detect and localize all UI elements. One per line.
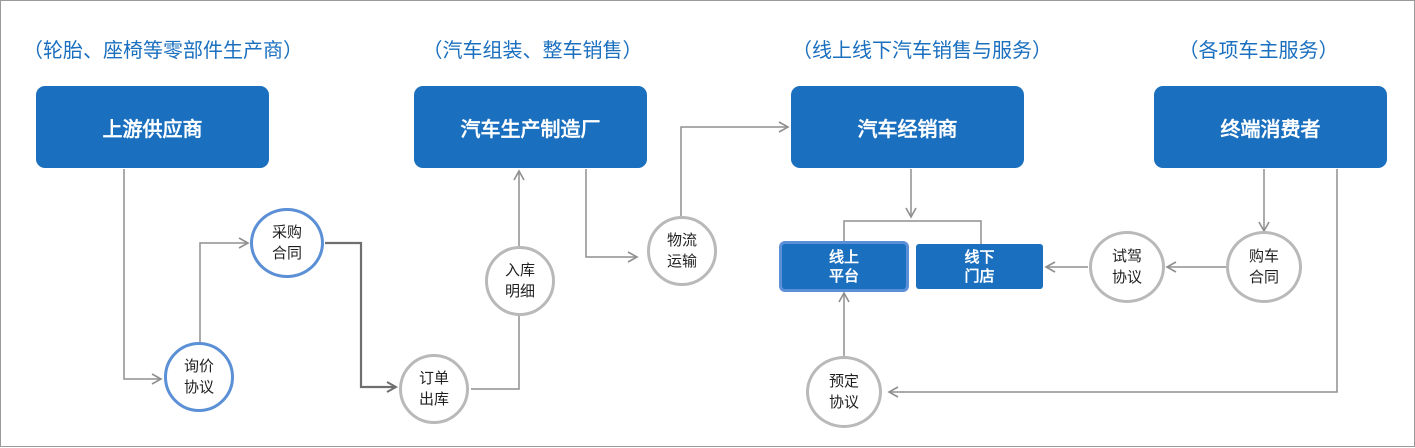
purchase-line1: 采购 bbox=[271, 223, 302, 241]
offline-store-line2: 门店 bbox=[964, 266, 995, 285]
offline-store-line1: 线下 bbox=[964, 247, 995, 266]
node-end-consumer[interactable]: 终端消费者 bbox=[1154, 86, 1387, 168]
connector-purchase-to-order bbox=[325, 241, 396, 387]
category-caption-dealer: （线上线下汽车销售与服务） bbox=[792, 38, 1052, 62]
node-offline-store[interactable]: 线下 门店 bbox=[916, 244, 1043, 289]
car-contract-line2: 合同 bbox=[1248, 268, 1279, 286]
doc-inquiry-agreement[interactable]: 询价 协议 bbox=[164, 342, 234, 412]
channels-bracket bbox=[843, 220, 982, 244]
doc-logistics-transport[interactable]: 物流 运输 bbox=[647, 216, 717, 286]
inquiry-line1: 询价 bbox=[183, 357, 214, 375]
order-out-line1: 订单 bbox=[418, 369, 449, 387]
node-online-platform[interactable]: 线上 平台 bbox=[782, 244, 906, 289]
purchase-line2: 合同 bbox=[271, 244, 302, 262]
category-caption-supplier: （轮胎、座椅等零部件生产商） bbox=[23, 38, 303, 62]
doc-purchase-contract[interactable]: 采购 合同 bbox=[250, 208, 324, 278]
doc-reservation-agreement[interactable]: 预定 协议 bbox=[806, 356, 882, 428]
connector-logistics-to-dealer bbox=[680, 121, 790, 216]
connector-order-to-inbound bbox=[471, 288, 520, 390]
inbound-line1: 入库 bbox=[504, 261, 535, 279]
inquiry-line2: 协议 bbox=[183, 378, 214, 396]
test-drive-line2: 协议 bbox=[1111, 268, 1142, 286]
online-platform-line1: 线上 bbox=[828, 247, 859, 266]
category-caption-consumer: （各项车主服务） bbox=[1178, 38, 1339, 62]
inbound-line2: 明细 bbox=[504, 282, 535, 300]
order-out-line2: 出库 bbox=[418, 390, 449, 408]
doc-order-outbound[interactable]: 订单 出库 bbox=[399, 354, 469, 424]
car-contract-line1: 购车 bbox=[1248, 247, 1279, 265]
reservation-line2: 协议 bbox=[828, 393, 859, 411]
node-dealer[interactable]: 汽车经销商 bbox=[791, 86, 1024, 168]
connector-supplier-to-inquiry bbox=[123, 169, 163, 385]
logistics-line1: 物流 bbox=[666, 231, 697, 249]
online-platform-line2: 平台 bbox=[828, 266, 859, 285]
connector-inquiry-to-purchase bbox=[199, 237, 250, 342]
connector-manufacturer-to-logistics bbox=[585, 169, 639, 263]
connector-consumer-to-reservation bbox=[887, 169, 1338, 398]
doc-car-purchase-contract[interactable]: 购车 合同 bbox=[1226, 231, 1302, 303]
doc-inbound-details[interactable]: 入库 明细 bbox=[485, 246, 555, 316]
doc-test-drive-agreement[interactable]: 试驾 协议 bbox=[1089, 231, 1165, 303]
test-drive-line1: 试驾 bbox=[1111, 247, 1142, 265]
node-upstream-supplier[interactable]: 上游供应商 bbox=[36, 86, 269, 168]
reservation-line1: 预定 bbox=[828, 372, 859, 390]
node-manufacturer[interactable]: 汽车生产制造厂 bbox=[414, 86, 647, 168]
category-caption-manufacturer: （汽车组装、整车销售） bbox=[422, 38, 643, 62]
logistics-line2: 运输 bbox=[666, 252, 697, 270]
